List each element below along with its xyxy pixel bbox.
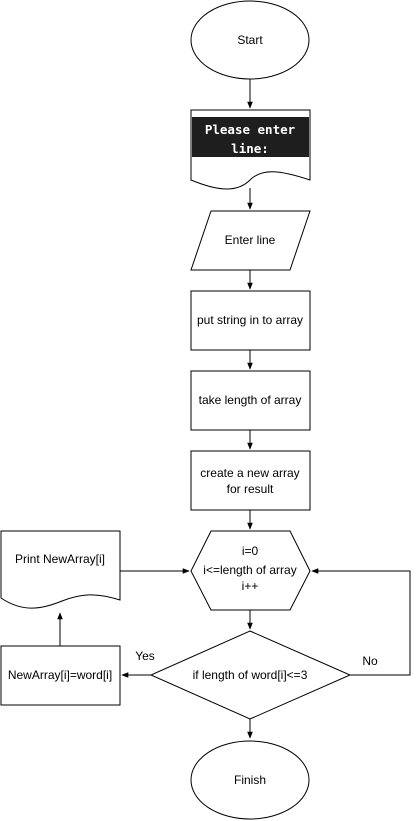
put-string-label: put string in to array: [197, 313, 303, 327]
edge-condition-no-to-loop: [311, 568, 411, 676]
loop-hexagon-node[interactable]: i=0 i<=length of array i++: [190, 530, 311, 611]
take-length-label: take length of array: [199, 393, 302, 407]
put-string-process-node[interactable]: put string in to array: [190, 290, 311, 351]
start-label: Start: [237, 33, 263, 47]
print-label: Print NewArray[i]: [15, 552, 105, 566]
assign-label: NewArray[i]=word[i]: [8, 668, 112, 682]
input-label: Enter line: [225, 233, 276, 247]
prompt-text-background: [192, 117, 309, 157]
create-array-label-line1: create a new array: [200, 466, 299, 480]
create-array-process-node[interactable]: create a new array for result: [190, 450, 311, 511]
edge-label-no: No: [362, 654, 378, 668]
loop-label-init: i=0: [242, 544, 259, 558]
finish-label: Finish: [234, 773, 266, 787]
edge-label-yes: Yes: [135, 649, 155, 663]
finish-node[interactable]: Finish: [190, 740, 310, 820]
print-document-node[interactable]: Print NewArray[i]: [0, 530, 121, 609]
create-array-label-line2: for result: [227, 482, 274, 496]
prompt-label-line2: line:: [231, 141, 269, 156]
condition-label: if length of word[i]<=3: [193, 668, 308, 682]
start-node[interactable]: Start: [190, 0, 310, 80]
loop-label-condition: i<=length of array: [203, 563, 296, 577]
loop-label-increment: i++: [242, 579, 259, 593]
assign-process-node[interactable]: NewArray[i]=word[i]: [0, 645, 121, 706]
prompt-label-line1: Please enter: [205, 122, 296, 137]
prompt-document-node[interactable]: Please enter line:: [190, 109, 311, 190]
condition-diamond-node[interactable]: if length of word[i]<=3: [149, 630, 352, 720]
input-parallelogram-node[interactable]: Enter line: [190, 210, 311, 271]
take-length-process-node[interactable]: take length of array: [190, 370, 311, 431]
